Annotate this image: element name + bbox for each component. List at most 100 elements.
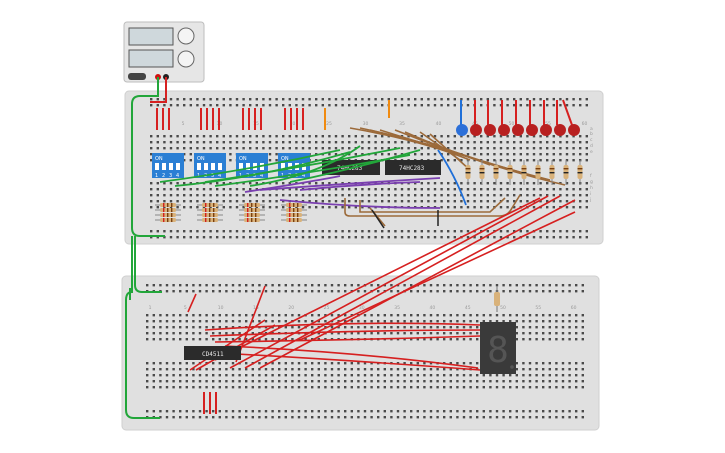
breadboard-hole[interactable] [456,416,459,419]
breadboard-hole[interactable] [542,314,545,317]
breadboard-hole[interactable] [539,147,542,150]
breadboard-hole[interactable] [357,362,360,365]
breadboard-hole[interactable] [150,159,153,162]
breadboard-hole[interactable] [436,332,439,335]
breadboard-hole[interactable] [152,368,155,371]
breadboard-hole[interactable] [301,236,305,239]
breadboard-hole[interactable] [198,314,202,317]
breadboard-hole[interactable] [231,314,235,317]
breadboard-hole[interactable] [565,188,569,191]
breadboard-hole[interactable] [308,104,311,107]
breadboard-hole[interactable] [238,320,241,323]
breadboard-hole[interactable] [183,153,186,156]
breadboard-hole[interactable] [427,194,430,197]
breadboard-hole[interactable] [235,135,239,138]
breadboard-hole[interactable] [288,182,291,185]
breadboard-hole[interactable] [146,338,149,341]
breadboard-hole[interactable] [489,410,492,413]
breadboard-hole[interactable] [572,230,575,233]
breadboard-hole[interactable] [337,416,340,419]
breadboard-hole[interactable] [189,147,192,150]
breadboard-hole[interactable] [370,326,373,329]
breadboard-hole[interactable] [363,410,367,413]
breadboard-hole[interactable] [324,314,327,317]
breadboard-hole[interactable] [225,416,228,419]
breadboard-hole[interactable] [212,374,215,377]
breadboard-hole[interactable] [473,147,476,150]
breadboard-hole[interactable] [264,380,268,383]
breadboard-hole[interactable] [324,380,327,383]
breadboard-hole[interactable] [169,147,173,150]
breadboard-hole[interactable] [546,182,549,185]
breadboard-hole[interactable] [568,314,571,317]
breadboard-hole[interactable] [198,326,202,329]
breadboard-hole[interactable] [337,326,340,329]
blue-wire[interactable] [437,149,467,206]
breadboard-hole[interactable] [363,380,367,383]
breadboard-hole[interactable] [542,290,545,293]
breadboard-hole[interactable] [561,314,565,317]
breadboard-hole[interactable] [169,98,173,101]
breadboard-hole[interactable] [242,98,245,101]
breadboard-hole[interactable] [245,374,248,377]
breadboard-hole[interactable] [238,290,241,293]
breadboard-hole[interactable] [304,362,307,365]
breadboard-hole[interactable] [165,368,169,371]
breadboard-hole[interactable] [172,386,175,389]
breadboard-hole[interactable] [229,104,232,107]
breadboard-hole[interactable] [410,416,413,419]
breadboard-hole[interactable] [377,380,380,383]
breadboard-hole[interactable] [334,206,338,209]
breadboard-hole[interactable] [344,362,347,365]
breadboard-hole[interactable] [532,159,536,162]
breadboard-hole[interactable] [229,141,232,144]
breadboard-hole[interactable] [509,374,512,377]
breadboard-hole[interactable] [169,141,173,144]
breadboard-hole[interactable] [572,236,575,239]
breadboard-hole[interactable] [489,416,492,419]
breadboard-hole[interactable] [150,104,153,107]
breadboard-hole[interactable] [499,194,503,197]
breadboard-hole[interactable] [218,332,221,335]
breadboard-hole[interactable] [579,147,582,150]
breadboard-hole[interactable] [429,362,433,365]
breadboard-hole[interactable] [502,410,505,413]
breadboard-hole[interactable] [350,374,353,377]
breadboard-hole[interactable] [231,386,235,389]
breadboard-hole[interactable] [317,374,320,377]
breadboard-hole[interactable] [185,380,188,383]
breadboard-hole[interactable] [486,98,489,101]
breadboard-hole[interactable] [172,320,175,323]
breadboard-hole[interactable] [159,410,162,413]
breadboard-hole[interactable] [561,368,565,371]
breadboard-hole[interactable] [209,147,212,150]
breadboard-hole[interactable] [179,338,182,341]
breadboard-hole[interactable] [449,284,452,287]
breadboard-hole[interactable] [414,98,417,101]
breadboard-hole[interactable] [493,236,496,239]
breadboard-hole[interactable] [394,104,397,107]
breadboard-hole[interactable] [440,230,443,233]
breadboard-hole[interactable] [301,194,305,197]
breadboard-hole[interactable] [229,194,232,197]
breadboard-hole[interactable] [572,153,575,156]
breadboard-hole[interactable] [377,320,380,323]
breadboard-hole[interactable] [585,230,588,233]
breadboard-hole[interactable] [486,153,489,156]
breadboard-hole[interactable] [390,380,393,383]
breadboard-hole[interactable] [268,236,272,239]
breadboard-hole[interactable] [539,230,542,233]
breadboard-hole[interactable] [245,386,248,389]
breadboard-hole[interactable] [390,416,393,419]
breadboard-hole[interactable] [561,332,565,335]
breadboard-hole[interactable] [568,284,571,287]
breadboard-hole[interactable] [581,320,584,323]
breadboard-hole[interactable] [440,104,443,107]
breadboard-hole[interactable] [216,188,219,191]
breadboard-hole[interactable] [555,362,558,365]
breadboard-hole[interactable] [390,368,393,371]
breadboard-hole[interactable] [363,290,367,293]
breadboard-hole[interactable] [414,153,417,156]
breadboard-hole[interactable] [546,188,549,191]
breadboard-hole[interactable] [169,182,173,185]
